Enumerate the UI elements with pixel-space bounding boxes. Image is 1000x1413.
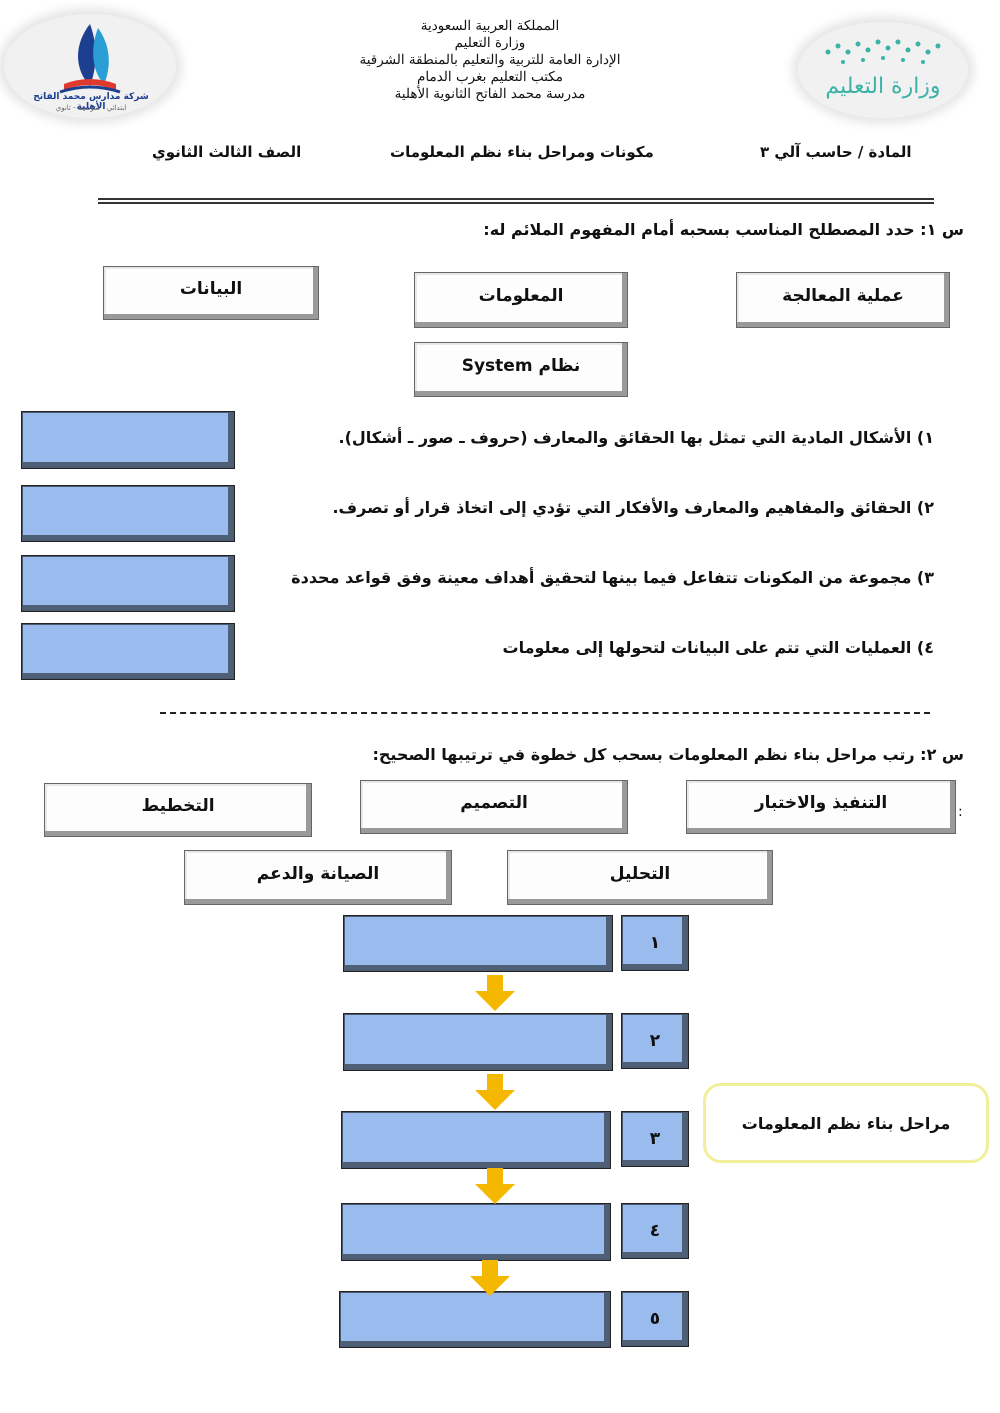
q1-item-1: ١) الأشكال المادية التي تمثل بها الحقائق… <box>338 428 934 447</box>
term-card-system[interactable]: نظام System <box>414 342 628 397</box>
header-line: وزارة التعليم <box>454 35 526 51</box>
q2-prompt: س ٢: رتب مراحل بناء نظم المعلومات بسحب ك… <box>372 745 964 764</box>
q1-drop-box-3[interactable] <box>22 556 234 611</box>
q1-item-3: ٣) مجموعة من المكونات تتفاعل فيما بينها … <box>291 568 934 587</box>
section-divider <box>160 712 930 714</box>
q1-prompt: س ١: حدد المصطلح المناسب بسحبه أمام المف… <box>483 220 964 239</box>
subject-label: المادة / حاسب آلي ٣ <box>760 143 912 161</box>
header-line: مكتب التعليم بغرب الدمام <box>417 69 563 85</box>
q2-drop-slot-3[interactable] <box>342 1112 610 1168</box>
grade-label: الصف الثالث الثانوي <box>152 143 302 161</box>
lesson-title: مكونات ومراحل بناء نظم المعلومات <box>390 143 654 161</box>
down-arrow-icon <box>475 1074 515 1110</box>
header-line: المملكة العربية السعودية <box>420 18 560 34</box>
step-number-5: ٥ <box>622 1292 688 1346</box>
q2-drop-slot-1[interactable] <box>344 916 612 971</box>
ministry-logo: وزارة التعليم <box>798 22 968 118</box>
ministry-dots-icon <box>825 39 941 64</box>
school-logo-icon <box>59 24 121 94</box>
stages-callout: مراحل بناء نظم المعلومات <box>703 1083 989 1163</box>
step-number-1: ١ <box>622 916 688 970</box>
step-card-implementation-testing[interactable]: التنفيذ والاختبار <box>686 780 956 834</box>
term-card-data[interactable]: البيانات <box>103 266 319 320</box>
q1-drop-box-4[interactable] <box>22 624 234 679</box>
header-line: الإدارة العامة للتربية والتعليم بالمنطقة… <box>359 52 621 68</box>
q2-drop-slot-4[interactable] <box>342 1204 610 1260</box>
q1-drop-box-2[interactable] <box>22 486 234 541</box>
ministry-logo-text: وزارة التعليم <box>825 74 941 99</box>
header-block: المملكة العربية السعودية وزارة التعليم ا… <box>330 18 650 103</box>
school-logo: شركة مدارس محمد الفاتح الأهلية ابتدائي -… <box>4 14 176 118</box>
step-number-4: ٤ <box>622 1204 688 1258</box>
header-line: مدرسة محمد الفاتح الثانوية الأهلية <box>394 86 586 102</box>
step-card-design[interactable]: التصميم <box>360 780 628 834</box>
q2-drop-slot-5[interactable] <box>340 1292 610 1347</box>
q1-item-4: ٤) العمليات التي تتم على البيانات لتحوله… <box>502 638 935 657</box>
header-divider <box>98 198 934 204</box>
down-arrow-icon <box>475 975 515 1011</box>
step-card-analysis[interactable]: التحليل <box>507 850 773 905</box>
step-number-3: ٣ <box>622 1112 688 1166</box>
down-arrow-icon <box>475 1168 515 1204</box>
school-logo-subtext: ابتدائي - متوسط - ثانوي <box>55 104 127 112</box>
down-arrow-icon <box>470 1260 510 1296</box>
term-card-processing[interactable]: عملية المعالجة <box>736 272 950 328</box>
step-card-maintenance-support[interactable]: الصيانة والدعم <box>184 850 452 905</box>
term-card-information[interactable]: المعلومات <box>414 272 628 328</box>
step-card-planning[interactable]: التخطيط <box>44 783 312 837</box>
school-logo-text: شركة مدارس محمد الفاتح الأهلية <box>33 92 149 112</box>
stray-colon: : <box>958 804 963 820</box>
q2-drop-slot-2[interactable] <box>344 1014 612 1070</box>
q1-drop-box-1[interactable] <box>22 412 234 468</box>
q1-item-2: ٢) الحقائق والمفاهيم والمعارف والأفكار ا… <box>332 498 934 517</box>
step-number-2: ٢ <box>622 1014 688 1068</box>
